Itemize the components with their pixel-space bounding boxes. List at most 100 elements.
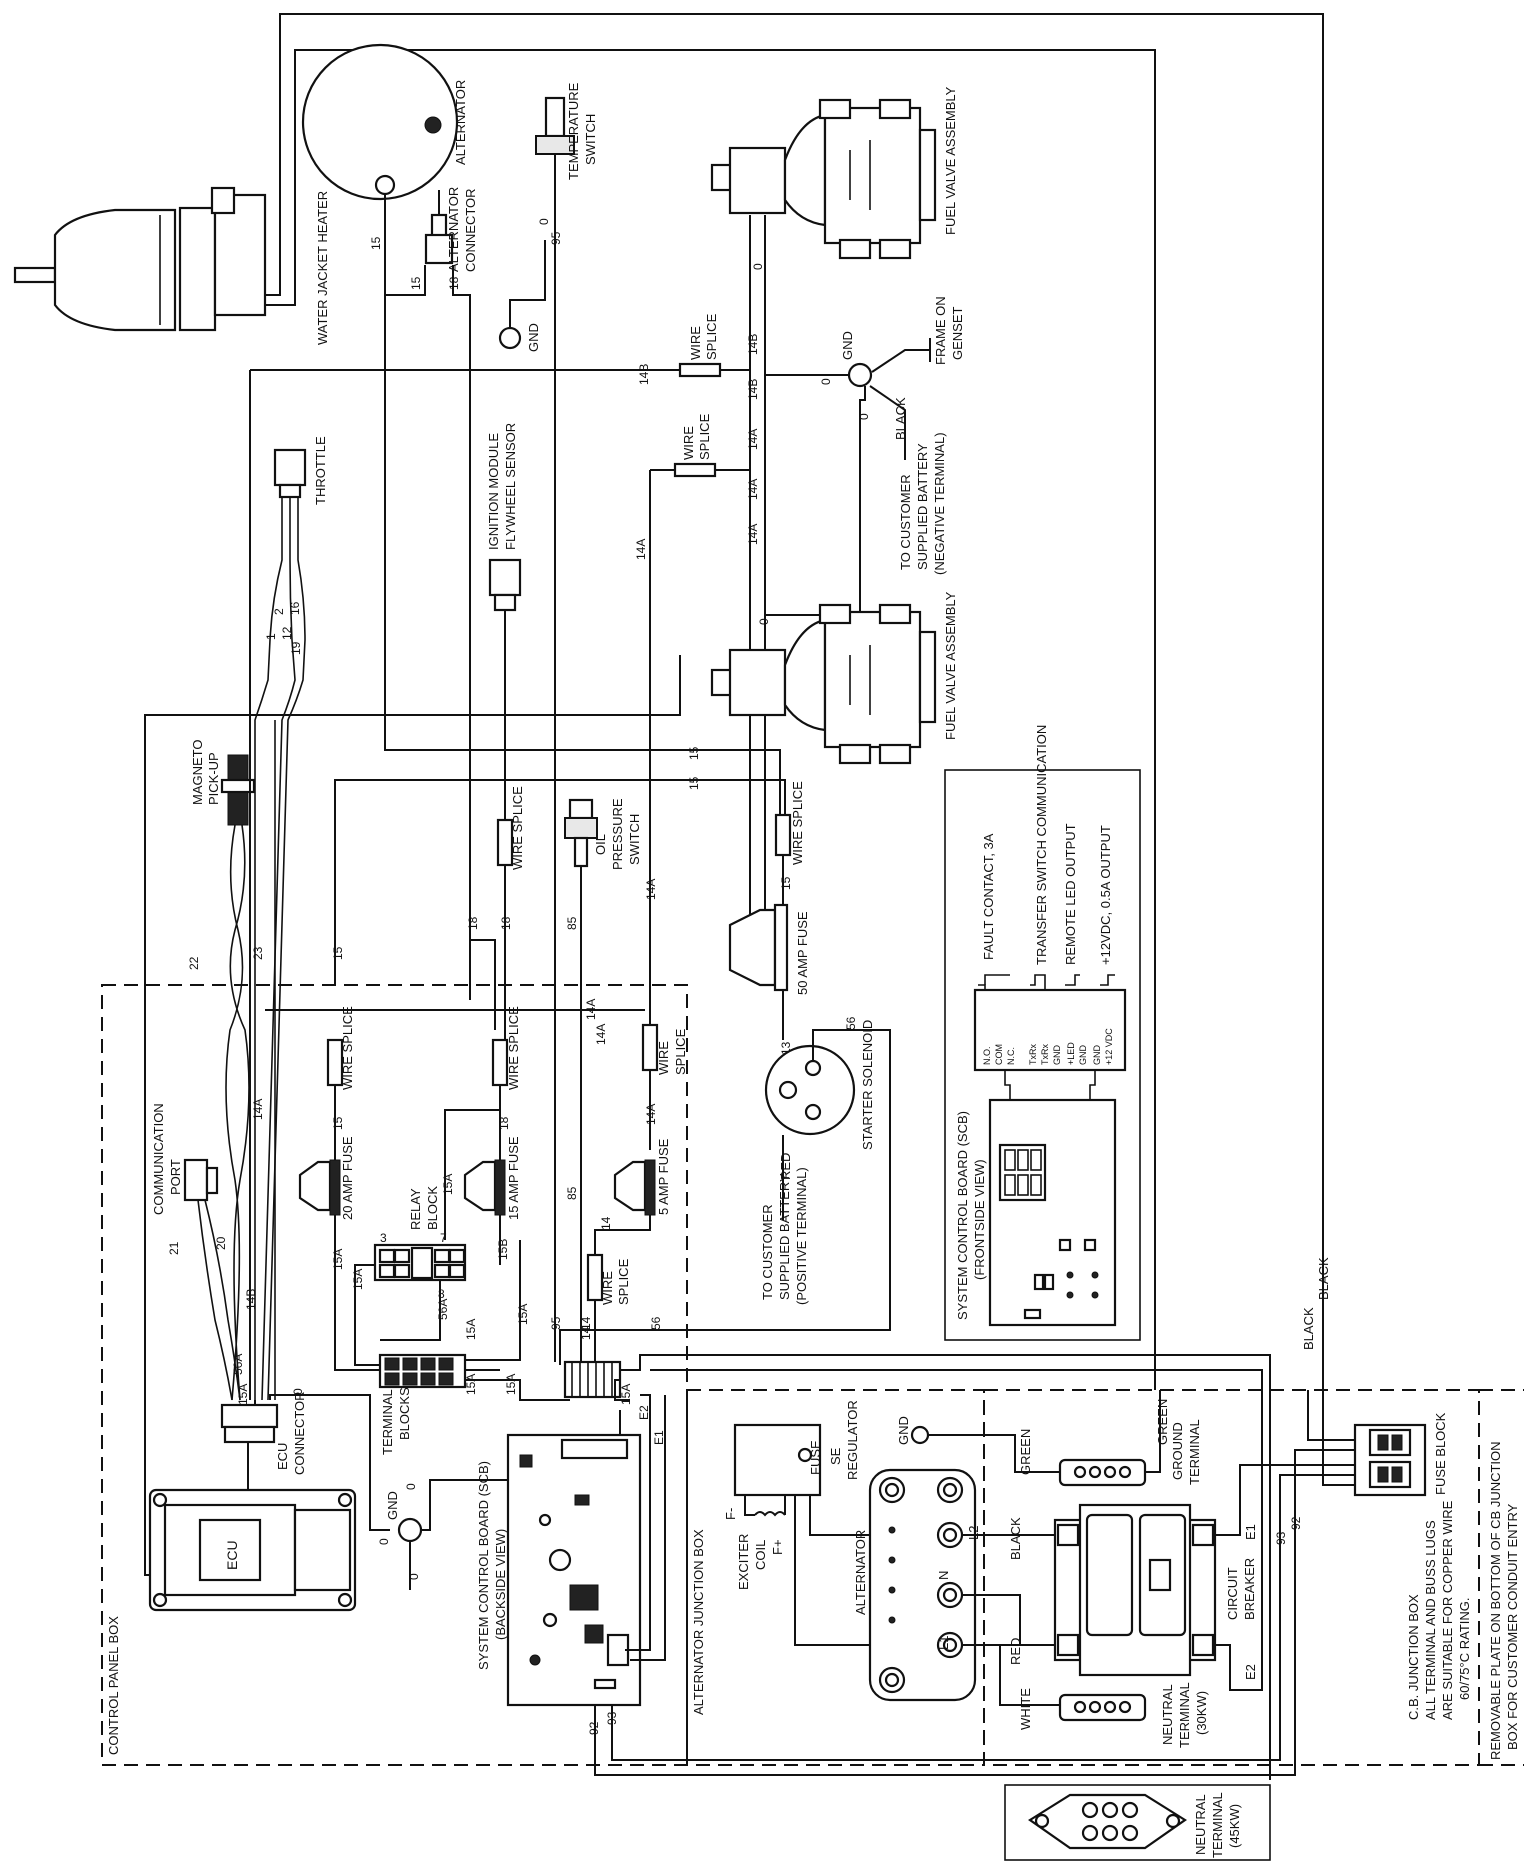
ecu-connector-icon <box>220 1403 279 1490</box>
svg-text:14A: 14A <box>746 479 760 500</box>
svg-text:WIRE: WIRE <box>681 426 696 460</box>
ignition-sensor-icon <box>488 558 522 650</box>
enclosure-outlines <box>101 984 1524 1861</box>
svg-text:+LED: +LED <box>1066 1042 1076 1065</box>
ecu-label: ECU <box>224 1540 240 1570</box>
svg-text:0: 0 <box>377 1538 391 1545</box>
svg-text:14A: 14A <box>584 999 598 1020</box>
magneto-label-2: PICK-UP <box>206 752 221 805</box>
svg-text:12: 12 <box>280 626 294 640</box>
svg-text:15: 15 <box>331 946 345 960</box>
water-jacket-heater-icon <box>13 186 267 332</box>
gnd-ecu-label: GND <box>385 1491 400 1520</box>
neutral-45-label-2: TERMINAL <box>1210 1792 1225 1858</box>
svg-text:15A: 15A <box>516 1304 530 1325</box>
svg-text:18: 18 <box>447 276 461 290</box>
relay-block-icon <box>373 1243 467 1282</box>
ground-terminal-icon <box>1058 1458 1147 1487</box>
svg-text:85: 85 <box>565 1186 579 1200</box>
svg-text:22: 22 <box>187 956 201 970</box>
ecu-icon <box>148 1488 357 1612</box>
svg-text:15A: 15A <box>236 1384 250 1405</box>
neutral-terminal-45kw-icon <box>1028 1793 1187 1850</box>
svg-text:14A: 14A <box>746 429 760 450</box>
ecu-connector-label-1: ECU <box>275 1443 290 1470</box>
cb-junction-label-3: ARE SUITABLE FOR COPPER WIRE <box>1440 1500 1455 1720</box>
starter-solenoid-label: STARTER SOLENOID <box>860 1020 875 1150</box>
black-l2-label: BLACK <box>1008 1517 1023 1560</box>
five-amp-fuse-label: 5 AMP FUSE <box>656 1138 671 1215</box>
oil-pressure-label-3: SWITCH <box>627 814 642 865</box>
circuit-breaker-label-2: BREAKER <box>1242 1558 1257 1620</box>
svg-text:14B: 14B <box>637 364 651 385</box>
svg-text:92: 92 <box>587 1721 601 1735</box>
svg-text:95: 95 <box>549 1316 563 1330</box>
svg-text:1: 1 <box>264 633 278 640</box>
svg-text:15: 15 <box>779 876 793 890</box>
svg-text:SPLICE: SPLICE <box>704 313 719 360</box>
n-label: N <box>936 1571 951 1580</box>
ground-terminal-label-1: GROUND <box>1170 1422 1185 1480</box>
neutral-30-label-1: NEUTRAL <box>1160 1684 1175 1745</box>
removable-label-2: BOX FOR CUSTOMER CONDUIT ENTRY <box>1505 1503 1520 1750</box>
svg-text:18: 18 <box>466 916 480 930</box>
control-panel-box-outline <box>101 984 688 1766</box>
svg-text:18: 18 <box>499 916 513 930</box>
neutral-45kw-box <box>1004 1784 1271 1861</box>
f-minus-label: F- <box>723 1508 738 1520</box>
svg-text:SPLICE: SPLICE <box>697 413 712 460</box>
communication-port-icon <box>183 1158 219 1202</box>
to-customer-neg-label-2: SUPPLIED BATTERY <box>915 443 930 570</box>
svg-text:23: 23 <box>251 946 265 960</box>
circuit-breaker-label-1: CIRCUIT <box>1225 1567 1240 1620</box>
wire-splice-14 <box>586 1253 604 1302</box>
e2-label: E2 <box>1243 1664 1258 1680</box>
gnd-top-label: GND <box>526 323 541 352</box>
l2-label: L2 <box>966 1526 981 1540</box>
fuse-block-icon <box>1353 1423 1427 1497</box>
fuel-valve-top-label: FUEL VALVE ASSEMBLY <box>943 86 958 235</box>
fuel-valve-bottom-label: FUEL VALVE ASSEMBLY <box>943 591 958 740</box>
scb-frontside-label-2: (FRONTSIDE VIEW) <box>972 1159 987 1280</box>
temperature-switch-label-1: TEMPERATURE <box>566 82 581 180</box>
svg-text:SPLICE: SPLICE <box>616 1258 631 1305</box>
to-customer-pos-label-2: SUPPLIED BATTERY <box>777 1173 792 1300</box>
se-regulator-icon <box>733 1423 822 1497</box>
l1-label: L1 <box>936 1636 951 1650</box>
svg-text:85: 85 <box>565 916 579 930</box>
svg-text:0: 0 <box>404 1483 418 1490</box>
svg-text:15: 15 <box>687 776 701 790</box>
green-2-label: GREEN <box>1155 1399 1170 1445</box>
scb-backside-label-1: SYSTEM CONTROL BOARD (SCB) <box>476 1461 491 1670</box>
fifteen-amp-fuse-label: 15 AMP FUSE <box>506 1136 521 1220</box>
scb-backside-board-icon <box>506 1433 642 1707</box>
svg-text:GND: GND <box>1092 1045 1102 1066</box>
svg-text:92: 92 <box>1289 1516 1303 1530</box>
svg-text:93: 93 <box>1274 1531 1288 1545</box>
svg-text:2: 2 <box>272 608 286 615</box>
svg-text:14: 14 <box>599 1216 613 1230</box>
cb-junction-box-outline <box>983 1389 1480 1766</box>
svg-text:19: 19 <box>289 641 303 655</box>
svg-text:WIRE: WIRE <box>688 326 703 360</box>
throttle-icon <box>273 448 307 499</box>
removable-label-1: REMOVABLE PLATE ON BOTTOM OF CB JUNCTION <box>1488 1441 1503 1760</box>
neutral-30-label-3: (30KW) <box>1194 1691 1209 1735</box>
wire-splice-14b <box>678 362 722 378</box>
svg-text:3: 3 <box>380 1231 387 1245</box>
fifteen-amp-fuse-icon <box>463 1159 506 1216</box>
svg-text:0: 0 <box>291 1388 305 1395</box>
svg-text:N.C.: N.C. <box>1006 1047 1016 1065</box>
wire-splice-18-panel <box>491 1038 509 1087</box>
oil-pressure-label-1: OIL <box>593 834 608 855</box>
temperature-switch-label-2: SWITCH <box>583 114 598 165</box>
svg-text:15A: 15A <box>441 1174 455 1195</box>
scb-backside-label-2: (BACKSIDE VIEW) <box>493 1529 508 1640</box>
water-jacket-heater-label: WATER JACKET HEATER <box>315 191 330 345</box>
fuel-valve-bottom-icon <box>710 603 937 765</box>
gnd-alt-label: GND <box>896 1416 911 1445</box>
svg-text:GND: GND <box>1052 1045 1062 1066</box>
terminal-blocks-icon <box>378 1353 467 1389</box>
svg-text:14A: 14A <box>634 539 648 560</box>
